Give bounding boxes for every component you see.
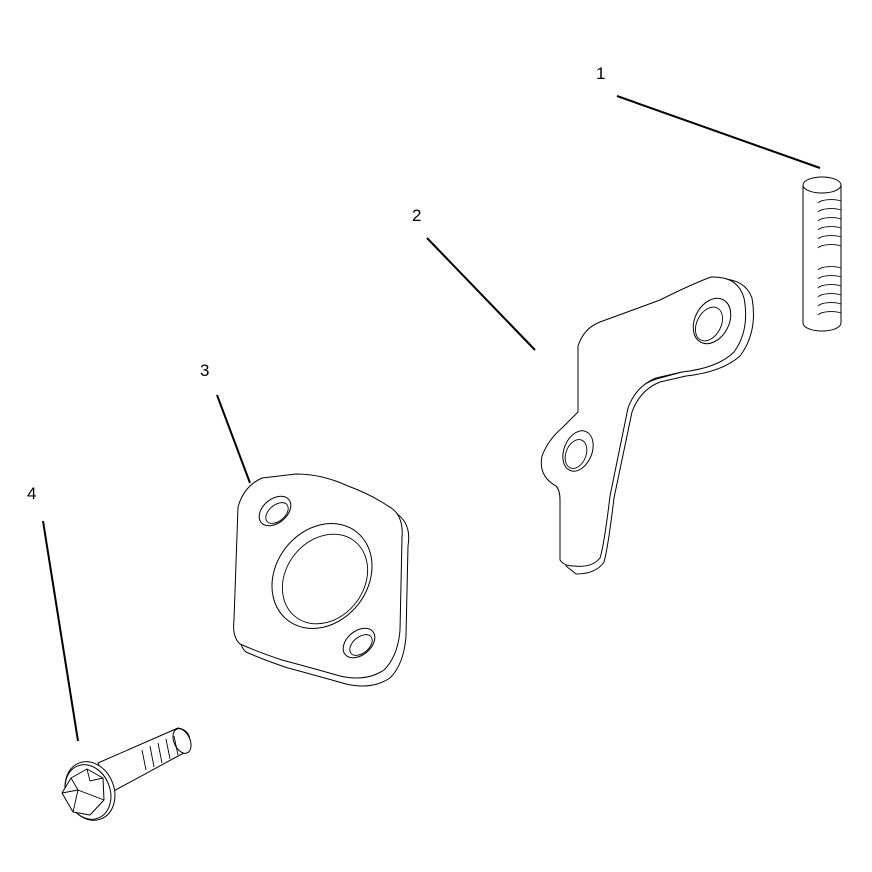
callout-1-label: 1 [596, 64, 605, 83]
leader-line-1 [616, 95, 821, 169]
leader-line-3 [216, 394, 251, 484]
callout-4-label: 4 [27, 484, 36, 503]
callout-3-label: 3 [200, 361, 209, 380]
stud-part [802, 176, 842, 332]
callout-3: 3 [200, 361, 251, 484]
callout-2: 2 [412, 206, 536, 351]
leader-line-2 [426, 237, 536, 351]
callout-1: 1 [596, 64, 821, 169]
bolt-part [61, 727, 192, 821]
callout-4: 4 [27, 484, 79, 742]
callout-2-label: 2 [412, 206, 421, 225]
leader-line-4 [42, 520, 79, 742]
gasket-part [233, 473, 410, 687]
bracket-part [540, 276, 754, 575]
